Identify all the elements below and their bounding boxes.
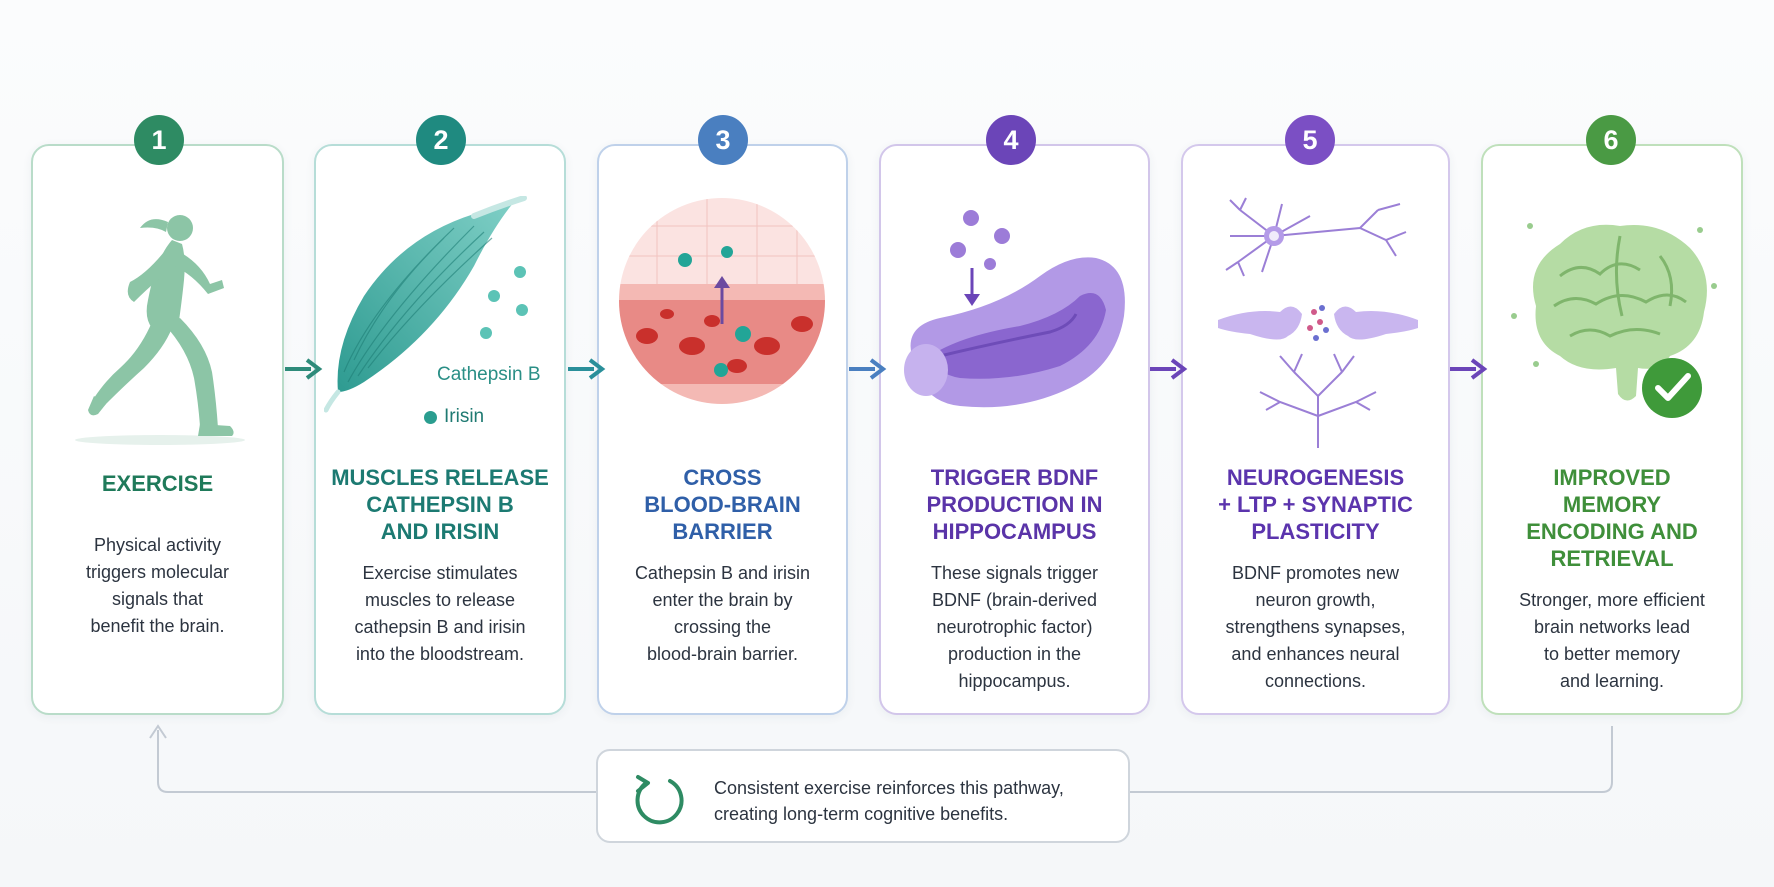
hippocampus-icon [904, 210, 1125, 408]
neuron-icon [1218, 197, 1418, 448]
brain-icon [1511, 223, 1717, 418]
step-number-6: 6 [1586, 115, 1636, 165]
step-number-3: 3 [698, 115, 748, 165]
runner-icon [75, 215, 245, 445]
irisin-dot [424, 411, 437, 424]
cycle-icon [635, 775, 684, 825]
irisin-label: Irisin [444, 406, 485, 427]
step-card-4 [879, 144, 1150, 715]
arrow-right-icon [1150, 358, 1188, 380]
step-number-5: 5 [1285, 115, 1335, 165]
arrow-right-icon [285, 358, 323, 380]
step-card-6 [1481, 144, 1743, 715]
arrow-right-icon [849, 358, 887, 380]
step-card-1 [31, 144, 284, 715]
step-card-5 [1181, 144, 1450, 715]
step-number-4: 4 [986, 115, 1036, 165]
muscle-icon [324, 196, 528, 413]
arrow-right-icon [568, 358, 606, 380]
footer-text: Consistent exercise reinforces this path… [714, 778, 1064, 824]
cathepsin-label: Cathepsin B [437, 364, 541, 385]
step-number-2: 2 [416, 115, 466, 165]
blood-brain-barrier-icon [619, 198, 825, 404]
step-number-1: 1 [134, 115, 184, 165]
step-title-1: EXERCISE [101, 471, 214, 496]
footer-note: Consistent exercise reinforces this path… [596, 749, 1130, 843]
arrow-right-icon [1450, 358, 1488, 380]
check-icon [1642, 358, 1702, 418]
